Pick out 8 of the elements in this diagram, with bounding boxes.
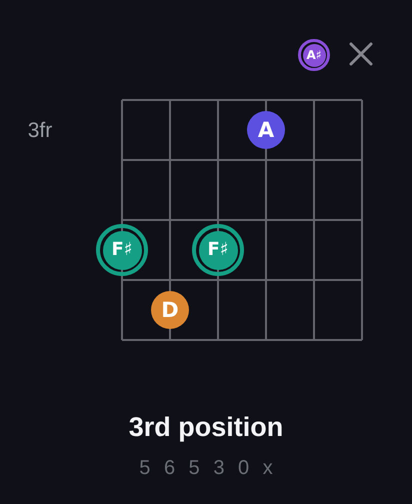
fingering-numbers: 5 6 5 3 0 x [138, 457, 278, 479]
note-marker: F♯ [192, 224, 244, 276]
note-marker: F♯ [96, 224, 148, 276]
position-title: 3rd position [128, 413, 284, 443]
fret-number: 3fr [26, 119, 54, 142]
note-marker: D [151, 291, 189, 329]
accidental-toggle-button: A♯ [298, 39, 330, 71]
note-marker: A [247, 111, 285, 149]
